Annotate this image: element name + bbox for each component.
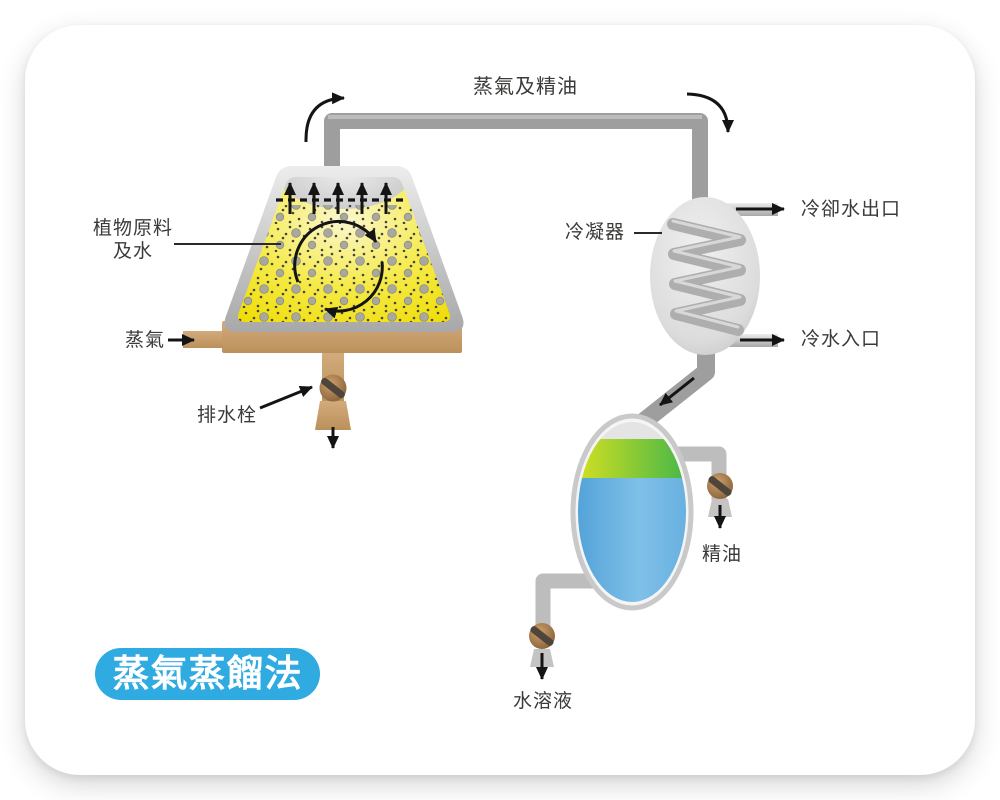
label-aqueous-solution: 水溶液 (513, 691, 574, 712)
label-cold-water-inlet: 冷水入口 (801, 329, 882, 350)
condenser (634, 197, 785, 430)
vapour-pipe-path (324, 113, 708, 212)
label-drain-plug: 排水栓 (197, 405, 258, 426)
circulation-arrows (293, 219, 384, 319)
label-plant-material-line2: 及水 (112, 240, 153, 262)
flow-arrow-up-right (304, 92, 345, 143)
steam-rise-arrows (284, 182, 392, 214)
vapour-pipe (324, 113, 708, 212)
label-steam-in: 蒸氣 (125, 330, 166, 351)
condensate-flow-arrow (659, 376, 695, 407)
label-steam-and-oil: 蒸氣及精油 (473, 76, 578, 98)
condenser-coil-highlight (671, 219, 742, 329)
title-badge: 蒸氣蒸餾法 (95, 648, 320, 700)
plant-particles (237, 205, 451, 322)
label-essential-oil: 精油 (702, 544, 743, 565)
drain-outlet-flare (315, 401, 351, 430)
separator (529, 413, 733, 680)
oil-layer (578, 439, 686, 478)
condenser-coil (667, 218, 746, 336)
drain-plug-pointer (259, 385, 313, 410)
label-condenser: 冷凝器 (565, 222, 626, 243)
label-cooling-water-outlet: 冷卻水出口 (801, 199, 902, 220)
label-plant-material-line1: 植物原料 (92, 218, 173, 239)
oil-valve (707, 473, 733, 499)
still-vessel (224, 166, 464, 332)
drain-valve (319, 374, 347, 402)
water-outlet-pipe (535, 573, 600, 628)
water-layer (578, 478, 686, 602)
label-plant-material: 植物原料 及水 (88, 218, 178, 264)
drain-assembly (259, 374, 347, 449)
flow-arrow-down (686, 92, 734, 133)
water-valve (529, 623, 555, 649)
